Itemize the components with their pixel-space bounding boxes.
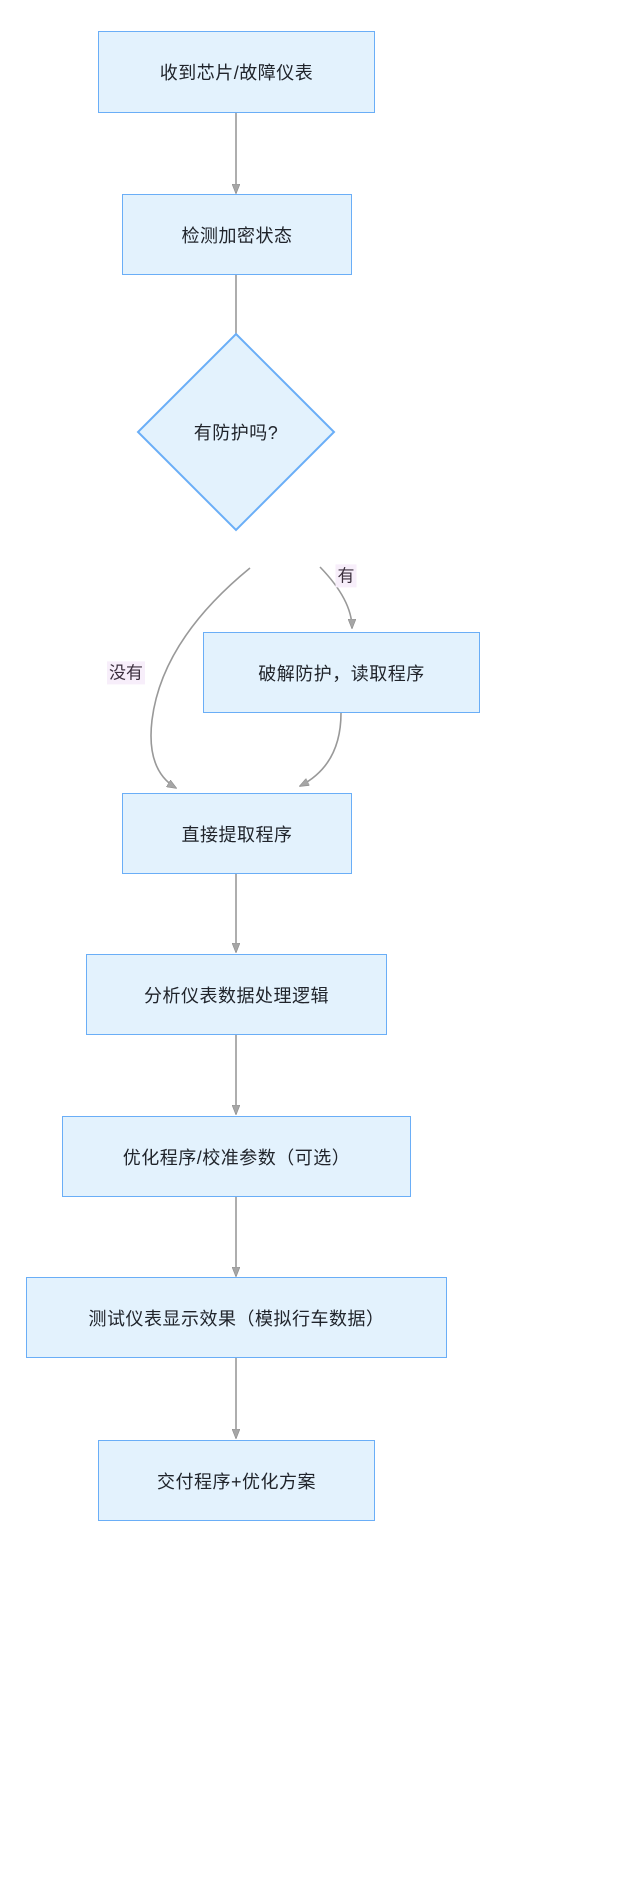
- node-crack-protection[interactable]: 破解防护，读取程序: [203, 632, 480, 713]
- diamond-shape: [136, 332, 336, 532]
- node-receive-chip[interactable]: 收到芯片/故障仪表: [98, 31, 375, 113]
- node-label: 有防护吗?: [193, 423, 279, 443]
- node-label: 直接提取程序: [181, 824, 293, 845]
- edge-n4-n5: [300, 712, 342, 786]
- node-extract-program[interactable]: 直接提取程序: [122, 793, 352, 874]
- node-label: 优化程序/校准参数（可选）: [122, 1147, 351, 1168]
- node-deliver-program[interactable]: 交付程序+优化方案: [98, 1440, 375, 1521]
- node-optimize-calibrate[interactable]: 优化程序/校准参数（可选）: [62, 1116, 411, 1197]
- node-analyze-logic[interactable]: 分析仪表数据处理逻辑: [86, 954, 387, 1035]
- node-label: 收到芯片/故障仪表: [159, 63, 314, 83]
- edge-label-yes: 有: [335, 564, 357, 588]
- node-label: 交付程序+优化方案: [156, 1471, 316, 1492]
- node-has-protection-decision[interactable]: 有防护吗?: [136, 332, 336, 532]
- node-test-display[interactable]: 测试仪表显示效果（模拟行车数据）: [26, 1277, 447, 1358]
- node-label: 测试仪表显示效果（模拟行车数据）: [88, 1308, 385, 1329]
- node-label: 分析仪表数据处理逻辑: [144, 985, 329, 1006]
- node-label: 检测加密状态: [181, 225, 293, 246]
- edge-label-no: 没有: [107, 661, 145, 685]
- node-label: 破解防护，读取程序: [258, 663, 425, 684]
- node-detect-encryption[interactable]: 检测加密状态: [122, 194, 352, 275]
